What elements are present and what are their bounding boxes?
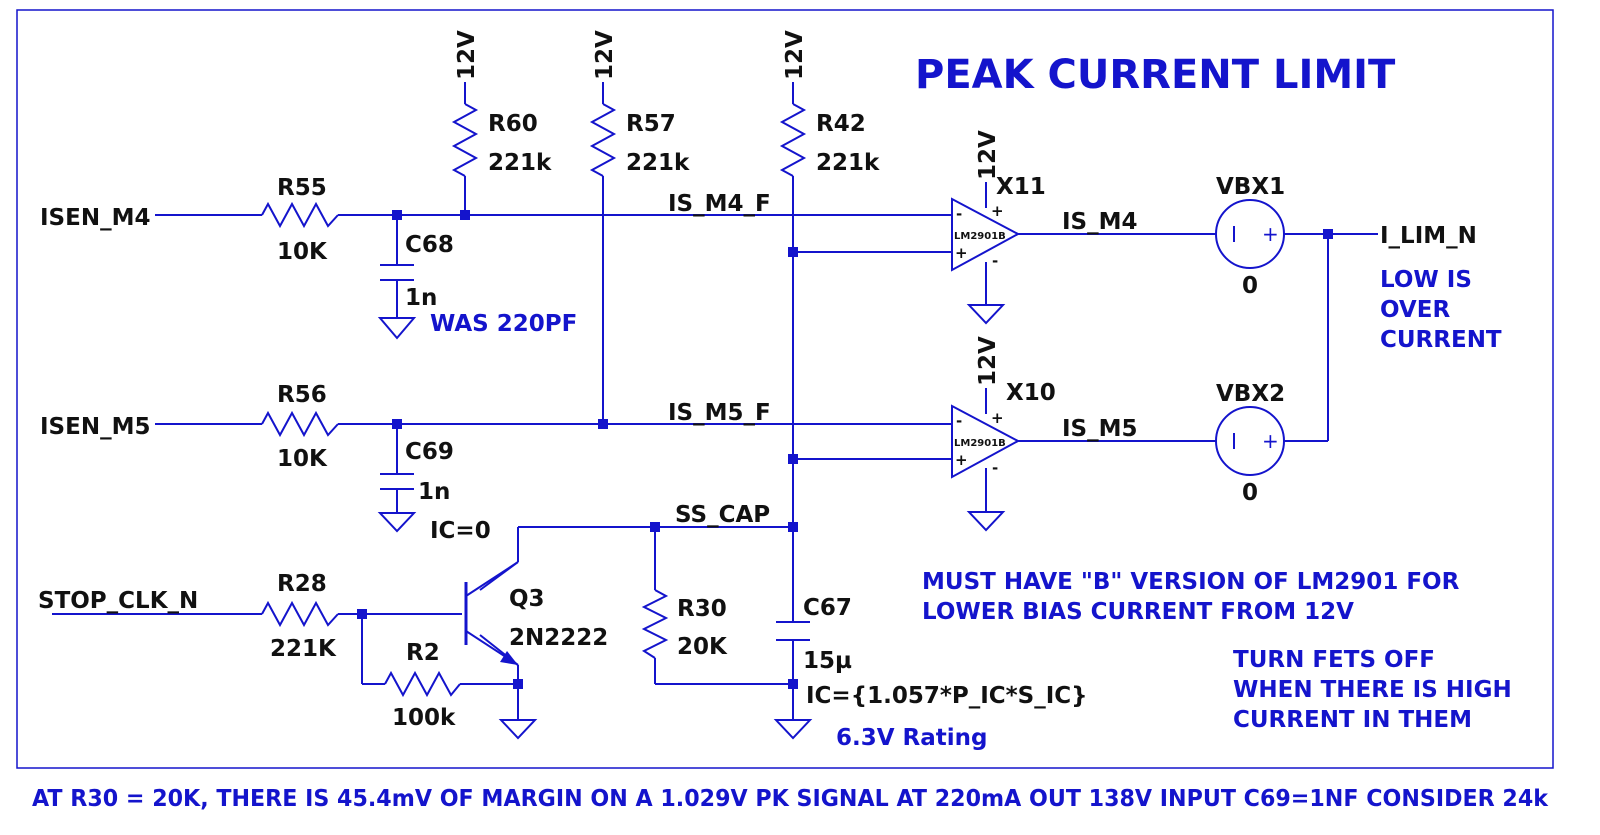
net-isen-m4: ISEN_M4 bbox=[40, 205, 150, 231]
c67-symbol bbox=[776, 621, 810, 641]
r2-symbol bbox=[384, 670, 461, 698]
vbx1-plus: + bbox=[1262, 222, 1279, 246]
r28-value: 221K bbox=[270, 636, 337, 662]
schematic-frame bbox=[16, 9, 1554, 769]
net-is-m5-f: IS_M5_F bbox=[668, 400, 771, 426]
net-is-m5: IS_M5 bbox=[1062, 416, 1138, 442]
note-turn-fets-line1: TURN FETS OFF bbox=[1233, 647, 1435, 673]
c67-value: 15µ bbox=[803, 648, 852, 674]
r60-value: 221k bbox=[488, 150, 552, 176]
c69-ref: C69 bbox=[405, 439, 454, 465]
r30-ref: R30 bbox=[677, 596, 727, 622]
net-stop-clk-n: STOP_CLK_N bbox=[38, 588, 198, 614]
r30-symbol bbox=[641, 589, 669, 659]
r2-value: 100k bbox=[392, 705, 456, 731]
x11-ref: X11 bbox=[996, 174, 1046, 200]
r2-ref: R2 bbox=[406, 640, 440, 666]
x10-minus-supply: - bbox=[992, 459, 998, 477]
r57-ref: R57 bbox=[626, 111, 676, 137]
r57-value: 221k bbox=[626, 150, 690, 176]
r56-ref: R56 bbox=[277, 382, 327, 408]
r55-ref: R55 bbox=[277, 175, 327, 201]
net-is-m4: IS_M4 bbox=[1062, 209, 1138, 235]
vbx2-ref: VBX2 bbox=[1216, 381, 1285, 407]
r57-symbol bbox=[589, 103, 617, 177]
schematic-title: PEAK CURRENT LIMIT bbox=[915, 52, 1396, 98]
note-turn-fets-line2: WHEN THERE IS HIGH bbox=[1233, 677, 1512, 703]
ground-c69-icon bbox=[377, 512, 417, 533]
net-is-m4-f: IS_M4_F bbox=[668, 191, 771, 217]
r28-symbol bbox=[261, 600, 339, 628]
c68-value: 1n bbox=[405, 285, 437, 311]
q3-transistor bbox=[464, 561, 519, 666]
q3-ref: Q3 bbox=[509, 586, 545, 612]
r42-value: 221k bbox=[816, 150, 880, 176]
x10-supply-label: 12V bbox=[975, 336, 1001, 386]
r56-symbol bbox=[261, 410, 339, 438]
vbx1-ref: VBX1 bbox=[1216, 174, 1285, 200]
note-must-have-line1: MUST HAVE "B" VERSION OF LM2901 FOR bbox=[922, 569, 1460, 595]
ground-x10-icon bbox=[966, 511, 1006, 532]
x10-plus-supply: + bbox=[991, 409, 1004, 427]
x10-plus-input: + bbox=[955, 451, 968, 469]
x11-minus-supply: - bbox=[992, 252, 998, 270]
x11-comparator bbox=[951, 197, 1021, 272]
x11-plus-supply: + bbox=[991, 202, 1004, 220]
note-low-is-line2: OVER bbox=[1380, 297, 1450, 323]
note-6v3-rating: 6.3V Rating bbox=[836, 725, 988, 751]
vbx1-value: 0 bbox=[1242, 273, 1258, 299]
ground-c68-icon bbox=[377, 317, 417, 340]
ground-c67-icon bbox=[773, 719, 813, 740]
vbx2-value: 0 bbox=[1242, 480, 1258, 506]
vbx2-source bbox=[1215, 406, 1285, 476]
x11-plus-input: + bbox=[955, 244, 968, 262]
x11-part-label: LM2901B bbox=[954, 231, 1006, 242]
r60-supply-label: 12V bbox=[454, 30, 480, 80]
c67-initial-condition: IC={1.057*P_IC*S_IC} bbox=[806, 683, 1088, 709]
r60-symbol bbox=[451, 103, 479, 177]
junction-dots bbox=[357, 210, 1333, 689]
note-was-220pf: WAS 220PF bbox=[430, 311, 577, 337]
net-i-lim-n: I_LIM_N bbox=[1380, 223, 1477, 249]
c69-value: 1n bbox=[418, 479, 450, 505]
r56-value: 10K bbox=[277, 446, 328, 472]
r42-symbol bbox=[779, 103, 807, 177]
r30-value: 20K bbox=[677, 634, 728, 660]
c67-ref: C67 bbox=[803, 595, 852, 621]
x10-comparator bbox=[951, 404, 1021, 479]
footer-note: AT R30 = 20K, THERE IS 45.4mV OF MARGIN … bbox=[32, 786, 1549, 812]
vbx1-source bbox=[1215, 199, 1285, 269]
q3-part: 2N2222 bbox=[509, 625, 608, 651]
x11-supply-label: 12V bbox=[975, 130, 1001, 180]
x11-minus-input: - bbox=[956, 205, 962, 223]
r42-supply-label: 12V bbox=[782, 30, 808, 80]
ground-q3-icon bbox=[498, 719, 538, 740]
r55-symbol bbox=[261, 201, 339, 229]
r55-value: 10K bbox=[277, 239, 328, 265]
x10-ref: X10 bbox=[1006, 380, 1056, 406]
c68-ref: C68 bbox=[405, 232, 454, 258]
vbx2-plus: + bbox=[1262, 429, 1279, 453]
c69-symbol bbox=[380, 473, 414, 490]
r28-ref: R28 bbox=[277, 571, 327, 597]
x10-minus-input: - bbox=[956, 412, 962, 430]
note-turn-fets-line3: CURRENT IN THEM bbox=[1233, 707, 1472, 733]
ground-x11-icon bbox=[966, 304, 1006, 325]
c68-symbol bbox=[380, 264, 414, 281]
r42-ref: R42 bbox=[816, 111, 866, 137]
net-ss-cap: SS_CAP bbox=[675, 502, 770, 528]
r60-ref: R60 bbox=[488, 111, 538, 137]
q3-initial-condition: IC=0 bbox=[430, 518, 491, 544]
note-low-is-line3: CURRENT bbox=[1380, 327, 1502, 353]
r57-supply-label: 12V bbox=[592, 30, 618, 80]
net-isen-m5: ISEN_M5 bbox=[40, 414, 150, 440]
note-must-have-line2: LOWER BIAS CURRENT FROM 12V bbox=[922, 599, 1354, 625]
note-low-is-line1: LOW IS bbox=[1380, 267, 1472, 293]
x10-part-label: LM2901B bbox=[954, 438, 1006, 449]
